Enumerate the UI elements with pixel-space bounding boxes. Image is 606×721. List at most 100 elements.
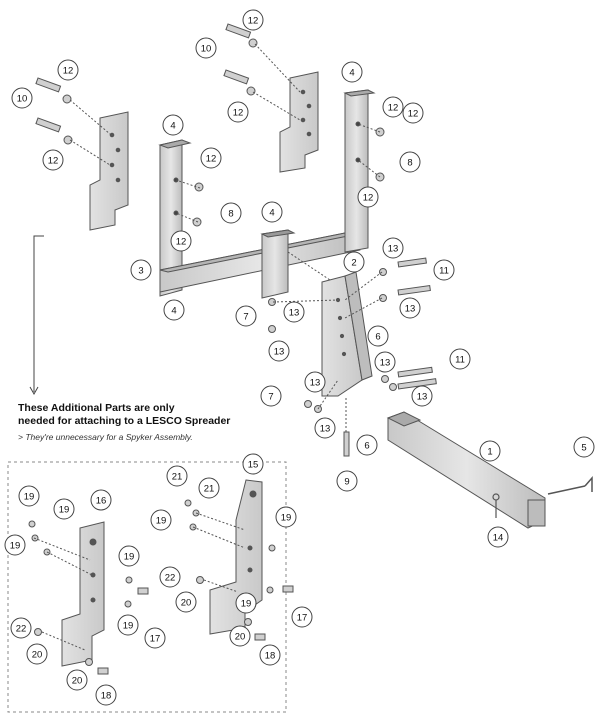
callout-19: 19 <box>235 592 257 614</box>
callout-number: 3 <box>138 266 143 277</box>
callout-number: 13 <box>320 424 331 435</box>
callout-number: 12 <box>248 16 259 27</box>
callout-4: 4 <box>341 61 363 83</box>
callout-number: 19 <box>281 513 292 524</box>
callout-ring <box>118 545 140 567</box>
callout-number: 12 <box>363 193 374 204</box>
callout-8: 8 <box>399 151 421 173</box>
callout-number: 4 <box>170 121 175 132</box>
callout-10: 10 <box>11 87 33 109</box>
callout-12: 12 <box>402 102 424 124</box>
callout-number: 13 <box>310 378 321 389</box>
callout-ring <box>261 201 283 223</box>
callout-12: 12 <box>227 101 249 123</box>
callout-ring <box>573 436 595 458</box>
callout-ring <box>170 230 192 252</box>
callout-ring <box>195 37 217 59</box>
callout-19: 19 <box>118 545 140 567</box>
callout-number: 13 <box>289 308 300 319</box>
callout-3: 3 <box>130 259 152 281</box>
callout-ring <box>200 147 222 169</box>
callout-ring <box>268 340 290 362</box>
callout-ring <box>42 149 64 171</box>
callout-number: 19 <box>241 599 252 610</box>
callout-number: 12 <box>176 237 187 248</box>
callout-number: 13 <box>417 392 428 403</box>
callout-number: 22 <box>16 624 27 635</box>
callout-ring <box>402 102 424 124</box>
callout-ring <box>314 417 336 439</box>
callout-number: 20 <box>235 632 246 643</box>
callout-ring <box>341 61 363 83</box>
callout-number: 20 <box>72 676 83 687</box>
callout-number: 4 <box>269 208 274 219</box>
callout-ring <box>235 305 257 327</box>
callout-number: 16 <box>96 496 107 507</box>
callout-ring <box>343 251 365 273</box>
callout-number: 12 <box>63 66 74 77</box>
callout-4: 4 <box>261 201 283 223</box>
callout-ring <box>411 385 433 407</box>
tongue-tube <box>386 411 546 529</box>
callout-20: 20 <box>66 669 88 691</box>
callout-ring <box>163 299 185 321</box>
callout-number: 19 <box>124 552 135 563</box>
callout-19: 19 <box>18 485 40 507</box>
callout-number: 8 <box>407 158 412 169</box>
callout-5: 5 <box>573 436 595 458</box>
note-subtext: > They're unnecessary for a Spyker Assem… <box>18 432 278 442</box>
callout-8: 8 <box>220 202 242 224</box>
callout-number: 12 <box>48 156 59 167</box>
callout-22: 22 <box>10 617 32 639</box>
callout-number: 11 <box>439 266 449 277</box>
callout-ring <box>399 151 421 173</box>
callout-number: 7 <box>243 312 248 323</box>
callout-number: 4 <box>349 68 354 79</box>
callout-number: 17 <box>150 634 161 645</box>
callout-number: 17 <box>297 613 308 624</box>
callout-ring <box>53 498 75 520</box>
callout-ring <box>479 440 501 462</box>
callout-number: 19 <box>10 541 21 552</box>
callout-ring <box>220 202 242 224</box>
callout-number: 19 <box>24 492 35 503</box>
callout-ring <box>166 465 188 487</box>
callout-13: 13 <box>399 297 421 319</box>
callout-number: 20 <box>181 598 192 609</box>
callout-number: 10 <box>17 94 28 105</box>
callout-ring <box>90 489 112 511</box>
callout-19: 19 <box>4 534 26 556</box>
callout-ring <box>57 59 79 81</box>
callout-20: 20 <box>229 625 251 647</box>
callout-ring <box>336 470 358 492</box>
callout-ring <box>95 684 117 706</box>
callout-number: 18 <box>101 691 112 702</box>
callout-number: 19 <box>123 621 134 632</box>
callout-12: 12 <box>200 147 222 169</box>
callout-19: 19 <box>150 509 172 531</box>
callout-13: 13 <box>382 237 404 259</box>
callout-17: 17 <box>144 627 166 649</box>
callout-ring <box>275 506 297 528</box>
callout-ring <box>374 351 396 373</box>
callout-6: 6 <box>367 325 389 347</box>
callout-number: 14 <box>493 533 504 544</box>
callout-ring <box>159 566 181 588</box>
callout-ring <box>26 643 48 665</box>
callout-number: 8 <box>228 209 233 220</box>
callout-ring <box>10 617 32 639</box>
callout-number: 21 <box>204 484 215 495</box>
chevron-right-icon: > <box>18 432 26 442</box>
clip-pin <box>492 493 500 518</box>
callout-ring <box>449 348 471 370</box>
callout-number: 19 <box>59 505 70 516</box>
callout-7: 7 <box>260 385 282 407</box>
callout-ring <box>291 606 313 628</box>
note-subtext-label: They're unnecessary for a Spyker Assembl… <box>25 432 193 442</box>
mount-plate <box>321 271 373 397</box>
callout-13: 13 <box>411 385 433 407</box>
callout-ring <box>382 96 404 118</box>
callout-13: 13 <box>304 371 326 393</box>
